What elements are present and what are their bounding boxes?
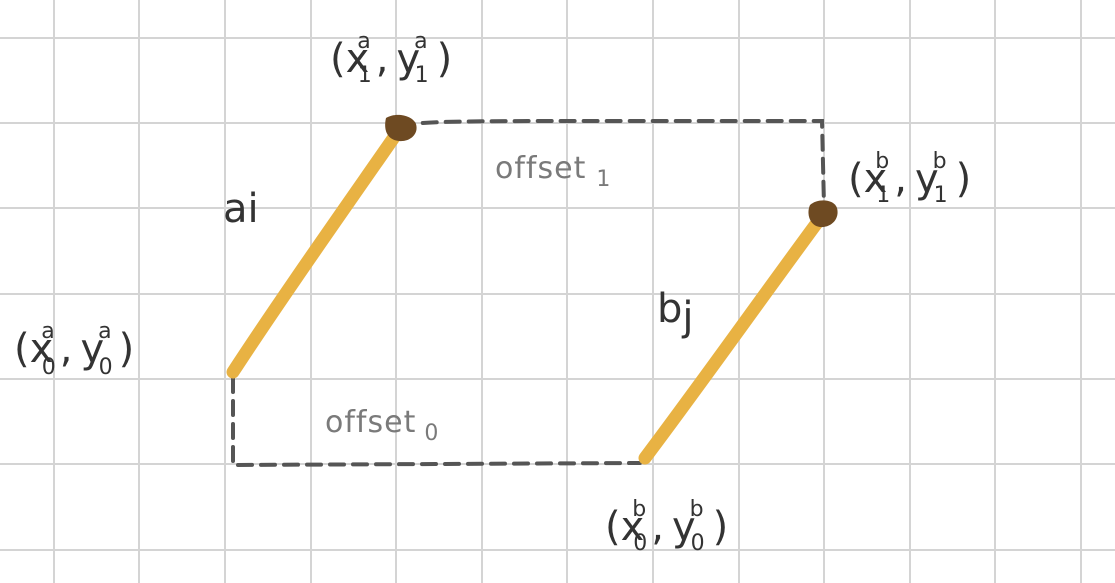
svg-text:(xa0,ya0): (xa0,ya0) bbox=[14, 319, 134, 380]
point-b1-y-sup: b bbox=[933, 149, 947, 174]
point-a1-x-sub: 1 bbox=[358, 63, 372, 88]
segment-b-label: bj bbox=[657, 286, 694, 340]
svg-text:(xb0,yb0): (xb0,yb0) bbox=[605, 497, 728, 556]
segment-b-index: j bbox=[681, 294, 693, 340]
segment-b-name: b bbox=[657, 286, 682, 332]
point-b1-y-sub: 1 bbox=[934, 183, 948, 208]
endpoints bbox=[385, 114, 838, 228]
endpoint-a1-marker bbox=[385, 114, 417, 142]
point-b1-x: x bbox=[864, 156, 888, 202]
point-a0-x-sub: 0 bbox=[42, 355, 56, 380]
segment-a-index: i bbox=[248, 186, 259, 232]
point-b0-y: y bbox=[672, 504, 696, 550]
point-a0-x: x bbox=[30, 326, 54, 372]
offset-0-guide bbox=[231, 376, 642, 468]
point-a0-y: y bbox=[80, 326, 104, 372]
point-a1-y: y bbox=[396, 36, 420, 82]
point-b1-x-sup: b bbox=[875, 149, 889, 174]
segment-a bbox=[226, 126, 404, 379]
offset-0-label: offset 0 bbox=[325, 405, 438, 446]
point-a1-y-sup: a bbox=[414, 29, 427, 54]
point-b0-y-sup: b bbox=[690, 497, 704, 522]
point-b0-x-sub: 0 bbox=[633, 531, 647, 556]
point-b1-y: y bbox=[915, 156, 939, 202]
point-b1-x-sub: 1 bbox=[876, 183, 890, 208]
segment-b bbox=[638, 209, 829, 465]
offset-1-sub: 1 bbox=[596, 167, 610, 192]
point-a1-x: x bbox=[346, 36, 370, 82]
endpoint-b1-marker bbox=[808, 200, 838, 228]
point-b0-y-sub: 0 bbox=[691, 531, 705, 556]
offset-1-label: offset 1 bbox=[495, 151, 610, 192]
point-a0-y-sub: 0 bbox=[99, 355, 113, 380]
point-b0-x-sup: b bbox=[632, 497, 646, 522]
offset-0-sub: 0 bbox=[424, 421, 438, 446]
offset-1-text: offset bbox=[495, 151, 586, 186]
segment-a-label: ai bbox=[223, 186, 259, 232]
point-a1-x-sup: a bbox=[357, 29, 370, 54]
offset-0-text: offset bbox=[325, 405, 416, 440]
point-a1-y-sub: 1 bbox=[415, 63, 429, 88]
offset-1-guide bbox=[398, 118, 826, 208]
segments bbox=[226, 126, 829, 465]
segment-a-name: a bbox=[223, 186, 248, 232]
point-a0-x-sup: a bbox=[41, 319, 54, 344]
point-b0-x: x bbox=[621, 504, 645, 550]
point-a0-y-sup: a bbox=[98, 319, 111, 344]
